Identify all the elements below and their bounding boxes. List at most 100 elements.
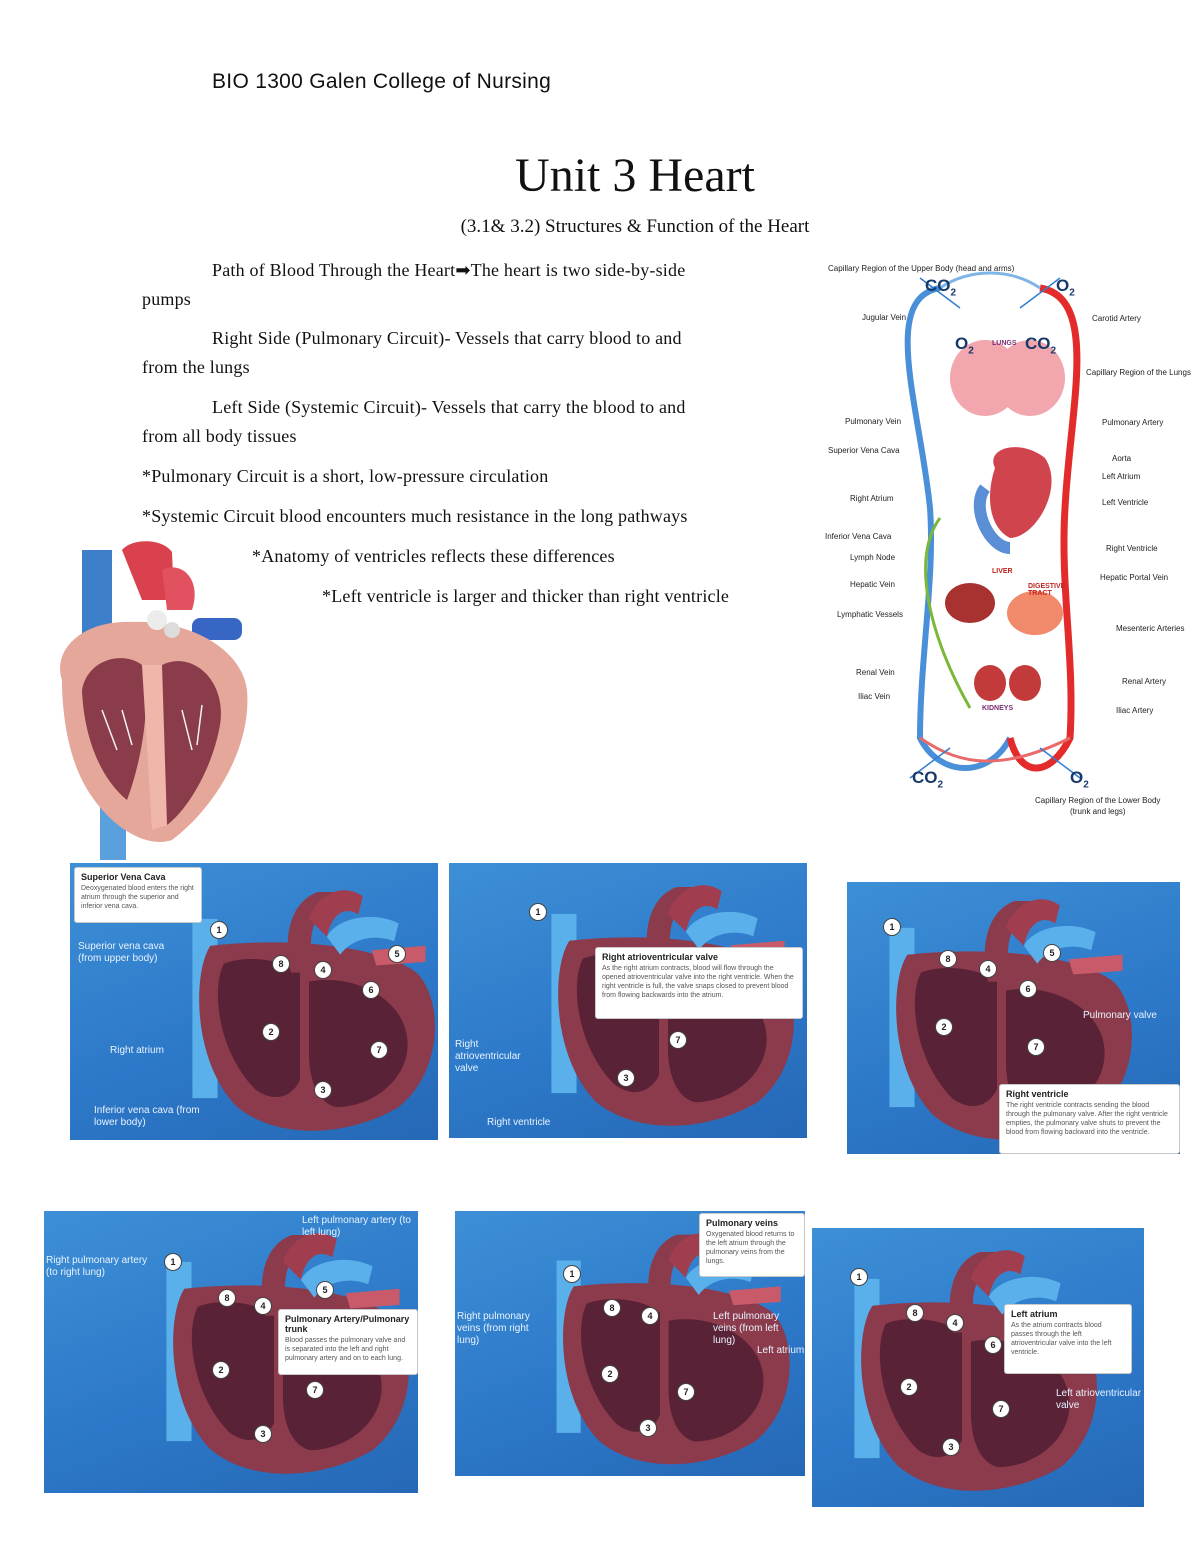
marker-1: 1 [529,903,547,921]
callout-6: Left atrium As the atrium contracts bloo… [1004,1304,1132,1374]
marker-4: 4 [946,1314,964,1332]
label-capillary-lungs: Capillary Region of the Lungs [1086,368,1191,377]
page-title: Unit 3 Heart [515,149,755,202]
marker-3: 3 [254,1425,272,1443]
page-subtitle: (3.1& 3.2) Structures & Function of the … [460,216,810,237]
paragraph-path: Path of Blood Through the Heart➡The hear… [212,256,685,285]
diagram-top-label: Capillary Region of the Upper Body (head… [828,264,1015,273]
label-left-pulmonary-artery: Left pulmonary artery (to left lung) [302,1215,411,1238]
callout-4-title: Pulmonary Artery/Pulmonary trunk [285,1314,410,1334]
co2-label-bottom: CO2 [912,768,944,791]
paragraph-left-side: Left Side (Systemic Circuit)- Vessels th… [212,397,686,417]
label-left-ventricle: Left Ventricle [1102,498,1149,507]
marker-5: 5 [388,945,406,963]
marker-4: 4 [641,1307,659,1325]
callout-4: Pulmonary Artery/Pulmonary trunk Blood p… [278,1309,418,1375]
marker-8: 8 [906,1304,924,1322]
marker-2: 2 [935,1018,953,1036]
kidneys-label: KIDNEYS [982,705,1014,712]
note-left-ventricle: *Left ventricle is larger and thicker th… [322,586,730,606]
marker-3: 3 [639,1419,657,1437]
marker-6: 6 [984,1336,1002,1354]
marker-7: 7 [669,1031,687,1049]
marker-2: 2 [900,1378,918,1396]
callout-2-title: Right atrioventricular valve [602,952,719,962]
label-hepatic-vein: Hepatic Vein [850,580,895,589]
callout-6-title: Left atrium [1011,1309,1058,1319]
label-lymphatic-vessels: Lymphatic Vessels [837,610,903,619]
diagram-bottom-label-a: Capillary Region of the Lower Body [1035,796,1161,805]
label-mesenteric-arteries: Mesenteric Arteries [1116,624,1185,633]
label-inferior-vena-cava: Inferior vena cava (from lower body) [94,1105,200,1128]
marker-7: 7 [370,1041,388,1059]
course-header: BIO 1300 Galen College of Nursing [212,70,552,93]
marker-6: 6 [1019,980,1037,998]
co2-label-lungs: CO2 [1025,334,1057,357]
callout-1-title: Superior Vena Cava [81,872,166,882]
path-text-a: Path of Blood Through the Heart [212,260,456,280]
callout-2: Right atrioventricular valve As the righ… [595,947,803,1019]
marker-2: 2 [212,1361,230,1379]
callout-5-body: Oxygenated blood returns to the left atr… [706,1231,795,1265]
label-jugular-vein: Jugular Vein [862,313,907,322]
note-systemic: *Systemic Circuit blood encounters much … [142,506,688,526]
label-superior-vena-cava: Superior vena cava (from upper body) [78,941,165,964]
label-left-av-valve: Left atrioventricular valve [1056,1388,1142,1411]
marker-8: 8 [218,1289,236,1307]
marker-7: 7 [1027,1038,1045,1056]
circulation-diagram: Capillary Region of the Upper Body (head… [820,258,1200,828]
callout-6-body: As the atrium contracts blood passes thr… [1011,1322,1112,1356]
liver-label: LIVER [992,568,1013,575]
heart-step-panel-3: Right ventricle The right ventricle cont… [847,882,1180,1154]
label-right-ventricle: Right Ventricle [1106,544,1158,553]
heart-step-panel-4: Pulmonary Artery/Pulmonary trunk Blood p… [44,1211,418,1493]
label-right-ventricle: Right ventricle [487,1117,551,1128]
label-pulmonary-vein: Pulmonary Vein [845,417,902,426]
label-hepatic-portal-vein: Hepatic Portal Vein [1100,573,1169,582]
note-ventricles: *Anatomy of ventricles reflects these di… [252,546,615,566]
marker-3: 3 [942,1438,960,1456]
callout-4-body: Blood passes the pulmonary valve and is … [285,1337,406,1362]
marker-4: 4 [314,961,332,979]
label-right-av-valve: Right atrioventricular valve [455,1039,521,1074]
heart-step-panel-5: Pulmonary veins Oxygenated blood returns… [455,1211,805,1476]
label-left-pulmonary-veins: Left pulmonary veins (from left lung) [713,1311,780,1346]
label-renal-vein: Renal Vein [856,668,895,677]
label-superior-vena-cava: Superior Vena Cava [828,446,900,455]
marker-2: 2 [262,1023,280,1041]
callout-5-title: Pulmonary veins [706,1218,779,1228]
callout-2-body: As the right atrium contracts, blood wil… [602,965,794,999]
label-right-atrium: Right Atrium [850,494,894,503]
paragraph-left-side-cont: from all body tissues [142,426,297,446]
marker-8: 8 [272,955,290,973]
o2-label-top: O2 [1056,276,1075,299]
marker-7: 7 [306,1381,324,1399]
label-inferior-vena-cava: Inferior Vena Cava [825,532,892,541]
marker-4: 4 [979,960,997,978]
marker-6: 6 [362,981,380,999]
label-left-atrium: Left Atrium [1102,472,1141,481]
marker-7: 7 [992,1400,1010,1418]
label-iliac-vein: Iliac Vein [858,692,891,701]
marker-4: 4 [254,1297,272,1315]
callout-1-body: Deoxygenated blood enters the right atri… [81,885,194,910]
label-aorta: Aorta [1112,454,1132,463]
callout-3: Right ventricle The right ventricle cont… [999,1084,1180,1154]
heart-step-panel-6: Left atrium As the atrium contracts bloo… [812,1228,1144,1507]
o2-label-bottom: O2 [1070,768,1089,791]
path-text-b: The heart is two side-by-side [470,260,686,280]
marker-8: 8 [939,950,957,968]
marker-5: 5 [316,1281,334,1299]
circulation-vessels [904,271,1081,779]
label-iliac-artery: Iliac Artery [1116,706,1154,715]
callout-1: Superior Vena Cava Deoxygenated blood en… [74,867,202,923]
marker-3: 3 [314,1081,332,1099]
paragraph-right-side: Right Side (Pulmonary Circuit)- Vessels … [212,328,682,348]
callout-5: Pulmonary veins Oxygenated blood returns… [699,1213,805,1277]
diagram-bottom-label-b: (trunk and legs) [1070,807,1126,816]
lungs-label: LUNGS [992,340,1017,347]
marker-1: 1 [164,1253,182,1271]
o2-label-lungs: O2 [955,334,974,357]
heart-step-panel-2: Right atrioventricular valve As the righ… [449,863,807,1138]
label-pulmonary-valve: Pulmonary valve [1083,1010,1157,1021]
